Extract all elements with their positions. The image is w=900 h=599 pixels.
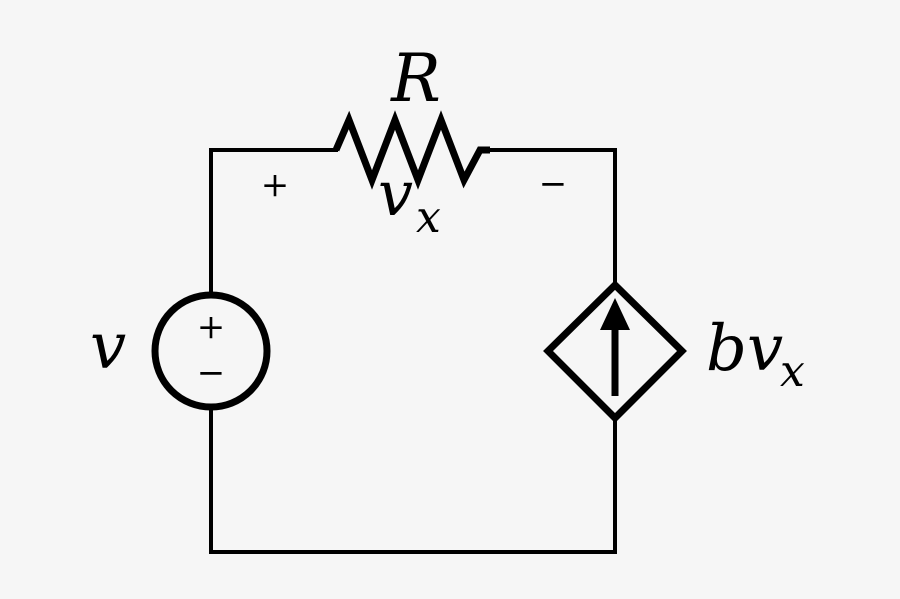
resistor-voltage-label: v x	[378, 157, 441, 243]
dependent-source-coef: bv	[706, 312, 783, 386]
dependent-source-diamond	[543, 280, 687, 423]
source-name-label: v	[90, 310, 126, 384]
current-arrow-icon	[600, 298, 630, 396]
dependent-source-sub: x	[780, 346, 805, 397]
resistor-voltage-base: v	[378, 157, 413, 230]
resistor-name-label: R	[390, 40, 441, 117]
resistor-plus-sign: +	[261, 165, 290, 205]
voltage-source-circle	[151, 291, 271, 411]
source-plus-sign: +	[197, 307, 226, 347]
source-minus-sign: −	[197, 353, 226, 393]
dependent-source-label: bv x	[706, 312, 805, 397]
resistor-minus-sign: −	[539, 164, 568, 204]
wire-right-top	[488, 148, 617, 285]
wires	[209, 148, 617, 554]
resistor-zigzag	[332, 110, 490, 190]
wire-left-bottom	[209, 408, 617, 554]
resistor-voltage-sub: x	[416, 192, 441, 243]
wire-left-top	[209, 148, 338, 294]
